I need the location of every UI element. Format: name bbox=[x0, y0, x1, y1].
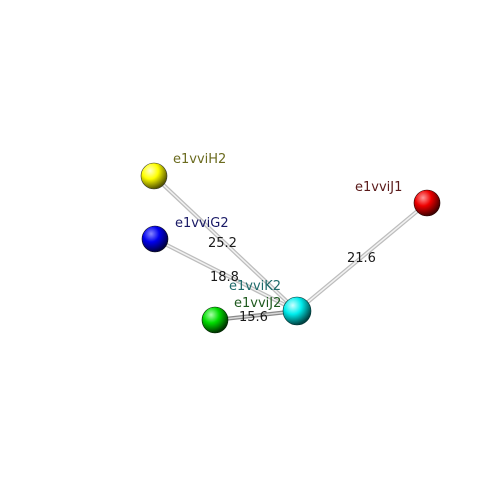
edge-label-e1vviJ1-e1vviK2: 21.6 bbox=[347, 251, 376, 266]
node-e1vviH2[interactable] bbox=[140, 162, 168, 190]
node-label-e1vviH2: e1vviH2 bbox=[173, 152, 226, 167]
edge-label-e1vviJ2-e1vviK2: 15.6 bbox=[239, 310, 268, 325]
node-label-e1vviJ2: e1vviJ2 bbox=[234, 296, 281, 311]
node-label-e1vviJ1: e1vviJ1 bbox=[355, 180, 402, 195]
edge-label-e1vviG2-e1vviK2: 18.8 bbox=[210, 270, 239, 285]
node-e1vviJ2[interactable] bbox=[201, 306, 229, 334]
edge-e1vviJ1-e1vviK2 bbox=[295, 201, 429, 313]
edge-e1vviG2-e1vviK2 bbox=[154, 237, 298, 313]
edge-label-e1vviH2-e1vviK2: 25.2 bbox=[208, 236, 237, 251]
node-e1vviK2[interactable] bbox=[282, 296, 312, 326]
node-e1vviJ1[interactable] bbox=[413, 189, 441, 217]
node-label-e1vviG2: e1vviG2 bbox=[175, 216, 229, 231]
node-e1vviG2[interactable] bbox=[141, 225, 169, 253]
node-label-e1vviK2: e1vviK2 bbox=[229, 279, 281, 294]
edge-e1vviH2-e1vviK2 bbox=[152, 174, 299, 313]
